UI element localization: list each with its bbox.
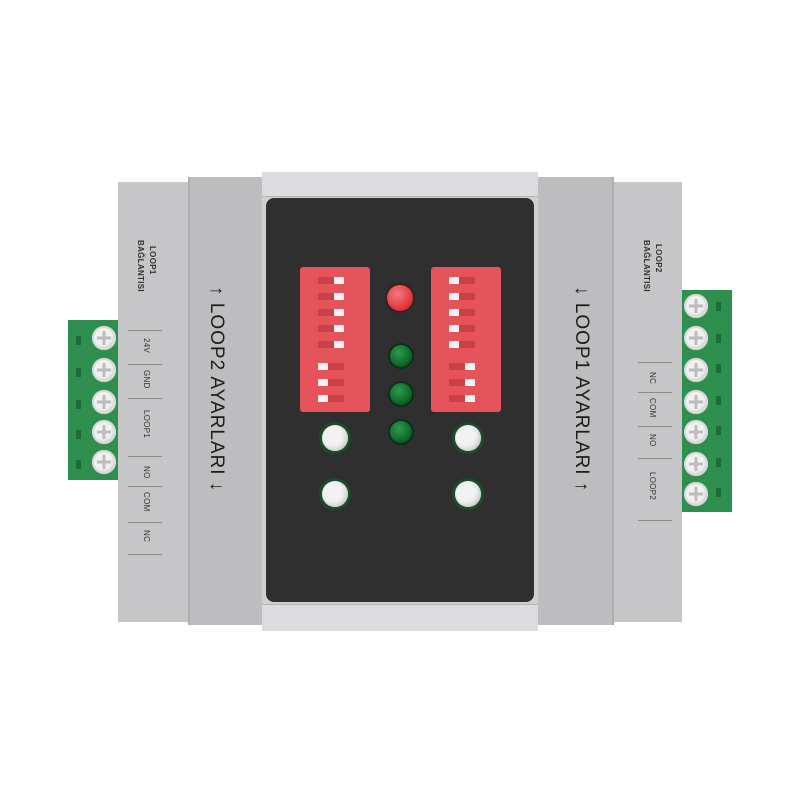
terminal-label-no: NO (142, 466, 151, 479)
right-housing-step (534, 177, 614, 625)
terminal-label-nc-right: NC (648, 372, 657, 385)
dip-switch-toggle[interactable] (318, 325, 344, 332)
left-panel-subtitle: BAĞLANTISI (136, 240, 145, 292)
status-led-icon (390, 421, 412, 443)
dip-switch-toggle[interactable] (449, 309, 475, 316)
status-led-icon (390, 345, 412, 367)
terminal-screw-icon[interactable] (92, 390, 116, 414)
terminal-label-24v: 24V (142, 338, 151, 354)
loop2-settings-label: ↑ LOOP2 AYARLARI ↓ (206, 286, 227, 493)
dip-switch-toggle[interactable] (318, 309, 344, 316)
divider (128, 522, 162, 523)
loop1-dip-switch (431, 267, 501, 412)
divider (638, 520, 672, 521)
right-panel-title: LOOP2 (654, 244, 663, 273)
terminal-screw-icon[interactable] (684, 326, 708, 350)
terminal-label-loop2: LOOP2 (648, 472, 657, 501)
loop2-dip-switch (300, 267, 370, 412)
divider (128, 456, 162, 457)
right-panel-subtitle: BAĞLANTISI (642, 240, 651, 292)
terminal-screw-icon[interactable] (684, 420, 708, 444)
dip-switch-toggle[interactable] (449, 395, 475, 402)
divider (128, 398, 162, 399)
divider (128, 486, 162, 487)
dip-switch-toggle[interactable] (449, 293, 475, 300)
dip-switch-toggle[interactable] (449, 325, 475, 332)
divider (128, 554, 162, 555)
dip-switch-toggle[interactable] (449, 363, 475, 370)
divider (128, 364, 162, 365)
terminal-label-nc: NC (142, 530, 151, 543)
loop2-button-lower[interactable] (322, 481, 348, 507)
divider (638, 362, 672, 363)
terminal-label-com: COM (142, 492, 151, 512)
dip-switch-toggle[interactable] (449, 277, 475, 284)
terminal-label-com-right: COM (648, 398, 657, 418)
left-panel-title: LOOP1 (148, 246, 157, 275)
terminal-screw-icon[interactable] (92, 326, 116, 350)
loop1-button-upper[interactable] (455, 425, 481, 451)
center-top-rim (262, 172, 538, 197)
terminal-label-gnd: GND (142, 370, 151, 389)
loop1-settings-label: ↓ LOOP1 AYARLARI ↑ (571, 286, 592, 493)
dip-switch-toggle[interactable] (318, 341, 344, 348)
terminal-screw-icon[interactable] (92, 358, 116, 382)
status-led-icon (390, 383, 412, 405)
dip-switch-toggle[interactable] (318, 277, 344, 284)
divider (638, 426, 672, 427)
left-housing-wing (118, 182, 192, 622)
divider (638, 458, 672, 459)
center-bottom-rim (262, 604, 538, 631)
dip-switch-toggle[interactable] (318, 293, 344, 300)
divider (638, 392, 672, 393)
power-led-icon (387, 285, 413, 311)
terminal-screw-icon[interactable] (684, 358, 708, 382)
terminal-screw-icon[interactable] (684, 482, 708, 506)
terminal-screw-icon[interactable] (684, 294, 708, 318)
terminal-screw-icon[interactable] (92, 450, 116, 474)
dip-switch-toggle[interactable] (318, 395, 344, 402)
terminal-screw-icon[interactable] (684, 390, 708, 414)
terminal-label-loop1: LOOP1 (142, 410, 151, 439)
loop1-button-lower[interactable] (455, 481, 481, 507)
dip-switch-toggle[interactable] (318, 379, 344, 386)
terminal-screw-icon[interactable] (684, 452, 708, 476)
dip-switch-toggle[interactable] (449, 379, 475, 386)
terminal-screw-icon[interactable] (92, 420, 116, 444)
terminal-label-no-right: NO (648, 434, 657, 447)
left-housing-step (188, 177, 268, 625)
loop2-button-upper[interactable] (322, 425, 348, 451)
divider (128, 330, 162, 331)
dip-switch-toggle[interactable] (449, 341, 475, 348)
right-housing-wing (608, 182, 682, 622)
dip-switch-toggle[interactable] (318, 363, 344, 370)
